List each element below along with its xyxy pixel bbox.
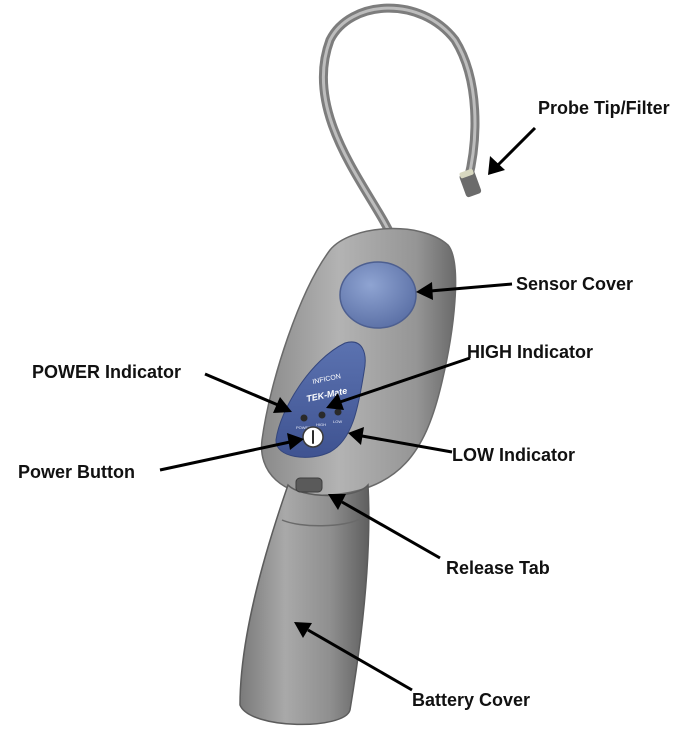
label-sensor-cover: Sensor Cover (516, 274, 634, 294)
low-led (334, 408, 342, 416)
label-probe-tip-filter: Probe Tip/Filter (538, 98, 670, 118)
release-tab (295, 477, 323, 493)
led-label-low: LOW (333, 419, 342, 424)
label-release-tab: Release Tab (446, 558, 550, 578)
label-power-indicator: POWER Indicator (32, 362, 182, 382)
gooseneck-probe (319, 3, 480, 250)
label-high-indicator: HIGH Indicator (467, 342, 594, 362)
label-battery-cover: Battery Cover (412, 690, 531, 710)
led-label-power: POWER (296, 425, 311, 430)
handle (239, 483, 370, 726)
label-low-indicator: LOW Indicator (452, 445, 575, 465)
label-power-button: Power Button (18, 462, 135, 482)
battery-cover (281, 517, 363, 527)
callout-arrows (159, 126, 537, 692)
led-label-high: HIGH (316, 422, 326, 427)
high-led (318, 411, 326, 419)
power-led (300, 414, 308, 422)
sensor-cover (339, 261, 417, 329)
control-panel (275, 341, 366, 458)
probe-tip (459, 168, 482, 198)
